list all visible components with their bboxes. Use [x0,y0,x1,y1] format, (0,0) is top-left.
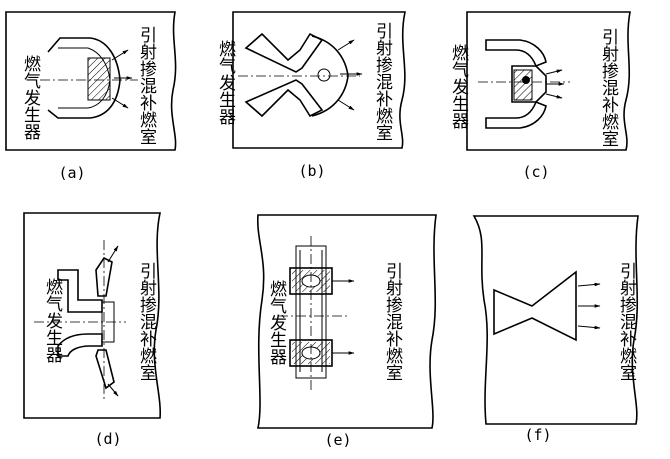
panel-e-frame [256,214,437,429]
panel-b-upper-wall [244,32,324,73]
panel-c-caption: (c) [522,163,549,181]
panel-e-gas-generator-label: 燃气发生器 [266,280,287,365]
panel-b-frame [232,11,406,149]
panel-a-arrow-1 [111,49,129,61]
panel-b-chamber-label: 引射掺混补燃室 [372,22,393,141]
panel-e-caption: (e) [324,431,351,449]
panel-d-upper-cup [57,269,103,313]
panel-d-lower-cup [57,333,103,357]
panel-e: 燃气发生器 引射掺混补燃室 (e) [256,214,437,449]
panel-c-arrow-3 [545,93,563,99]
panel-a: 燃气发生器 引射掺混补燃室 (a) [5,11,177,182]
panel-d-gas-generator-label: 燃气发生器 [42,278,63,363]
panel-c-lower-arm [485,100,547,129]
panel-d-lower-blade [95,349,115,390]
panel-c-arrow-1 [545,69,563,75]
panel-f-caption: (f) [524,426,551,444]
panel-c-chamber-label: 引射掺混补燃室 [598,28,619,147]
panel-a-caption: (a) [58,164,85,182]
panel-b-gas-generator-label: 燃气发生器 [215,40,236,125]
panel-d-caption: (d) [94,430,121,448]
panel-b-arrow-1 [337,39,355,51]
panel-a-gas-generator-label: 燃气发生器 [20,55,41,140]
panel-f-throat-shape [493,270,577,342]
panel-f-arrow-3 [577,325,601,330]
panel-d-upper-blade [95,256,113,297]
panel-a-frame [5,11,177,151]
panel-c: 燃气发生器 引射掺混补燃室 (c) [448,11,631,181]
panel-a-arrow-3 [111,97,129,109]
panel-c-hatched-core [513,69,533,101]
panel-c-orifice [522,76,530,84]
panel-d: 燃气发生器 引射掺混补燃室 (d) [23,212,162,448]
panel-a-hatched-core [87,57,111,101]
panel-d-arrow-down [107,383,119,397]
panel-f: 引射掺混补燃室 (f) [472,215,639,444]
panel-d-chamber-label: 引射掺混补燃室 [136,262,157,381]
panel-b-arrow-3 [337,99,355,111]
panel-d-arrow-up [107,245,119,263]
panel-c-frame [466,11,631,151]
panel-c-upper-arm [485,39,547,68]
panel-c-housing [511,65,547,103]
panel-d-frame [23,212,162,419]
panel-f-arrow-1 [577,282,601,287]
panel-c-gas-generator-label: 燃气发生器 [448,44,469,129]
panel-a-chamber-label: 引射掺混补燃室 [136,26,157,145]
panel-f-frame [472,215,639,425]
panel-b-lower-wall [244,79,324,118]
panel-f-chamber-label: 引射掺混补燃室 [616,262,637,381]
panel-b-caption: (b) [298,162,325,180]
panel-b: 燃气发生器 引射掺混补燃室 (b) [215,11,406,180]
panel-e-chamber-label: 引射掺混补燃室 [382,262,403,381]
panel-b-orifice [317,68,331,82]
